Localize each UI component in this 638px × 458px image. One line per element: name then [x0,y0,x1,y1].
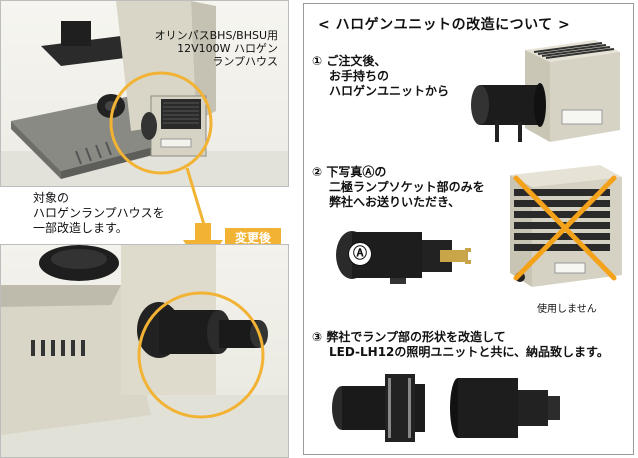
step-3-text: ③ 弊社でランプ部の形状を改造して LED-LH12の照明ユニットと共に、納品致… [312,330,609,360]
lamp-house-label-line: ランプハウス [212,55,278,68]
step-2-line: 弊社へお送りいただき、 [329,195,461,209]
step-2-text: ② 下写真Ⓐの 二極ランプソケット部のみを 弊社へお送りいただき、 [312,165,485,210]
step-3-line: ③ 弊社でランプ部の形状を改造して [312,330,506,344]
step-1-line: ハロゲンユニットから [329,84,450,98]
step-3-line: LED-LH12の照明ユニットと共に、納品致します。 [329,345,609,359]
led-unit-parts-photo [332,374,560,442]
caption-line: ハロゲンランプハウスを [33,206,165,220]
lamp-house-label-line: 12V100W ハロゲン [177,42,278,55]
microscope-after-illustration [1,245,288,457]
modification-caption: 対象の ハロゲンランプハウスを 一部改造します。 [33,191,165,236]
lamp-house-label-line: オリンパスBHS/BHSU用 [154,29,278,42]
not-used-label: 使用しません [537,304,597,315]
lamp-house-label: オリンパスBHS/BHSU用 12V100W ハロゲン ランプハウス [118,29,278,68]
halogen-unit-photo [471,40,620,142]
cross-mark-icon [513,175,617,281]
step-1-line: ① ご注文後、 [312,54,387,68]
after-change-badge: 変更後 [225,228,282,248]
panel-title: < ハロゲンユニットの改造について > [318,17,571,33]
caption-line: 対象の [33,191,70,205]
step-2-line: ② 下写真Ⓐの [312,165,387,179]
socket-a-marker: Ⓐ [348,242,372,266]
step-1-line: お手持ちの [329,69,390,83]
top-microscope-photo: オリンパスBHS/BHSU用 12V100W ハロゲン ランプハウス [0,0,289,187]
microscope-before-illustration [1,1,288,186]
step-1-text: ① ご注文後、 お手持ちの ハロゲンユニットから [312,54,449,99]
caption-line: 一部改造します。 [33,221,128,235]
step-2-line: 二極ランプソケット部のみを [329,180,485,194]
bottom-modified-photo [0,244,289,458]
unused-housing-photo [510,165,622,287]
